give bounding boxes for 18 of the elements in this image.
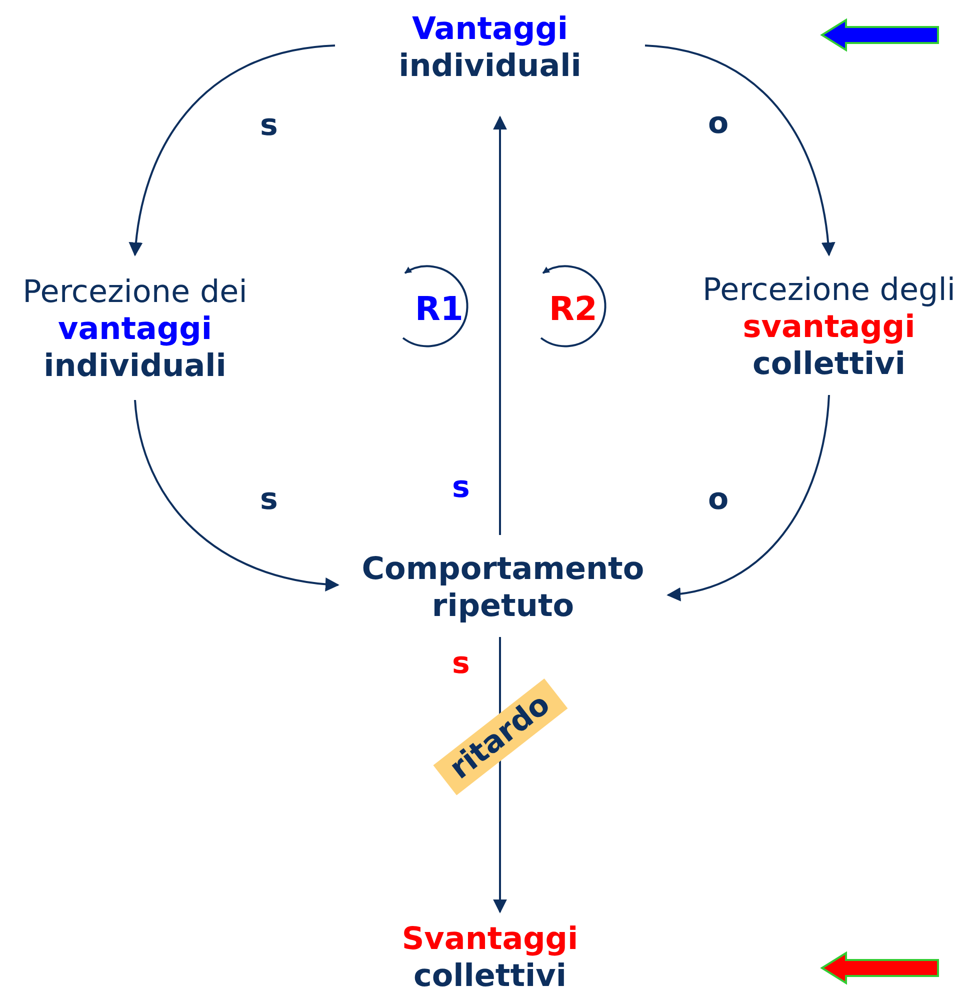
variable-text: collettivi [752, 346, 906, 382]
variable-text: vantaggi [58, 311, 212, 348]
arrow [134, 400, 340, 591]
variable-text: Comportamento ripetuto [360, 551, 646, 625]
variable-text: individuali [44, 348, 226, 385]
arrow [666, 394, 830, 600]
arrow [493, 116, 507, 535]
variable-text: individuali [398, 48, 582, 84]
variable-text: Percezione degli [702, 272, 956, 308]
variable-text: Percezione dei [22, 274, 248, 311]
arrow [644, 44, 835, 256]
loop-label: R1 [415, 290, 464, 328]
variable-text: collettivi [413, 958, 567, 994]
variable-text: svantaggi [742, 308, 916, 346]
variable-text: Svantaggi [402, 920, 578, 958]
variable-text: Vantaggi [412, 10, 568, 48]
arrow [129, 44, 336, 256]
loop-label: R2 [549, 290, 598, 328]
